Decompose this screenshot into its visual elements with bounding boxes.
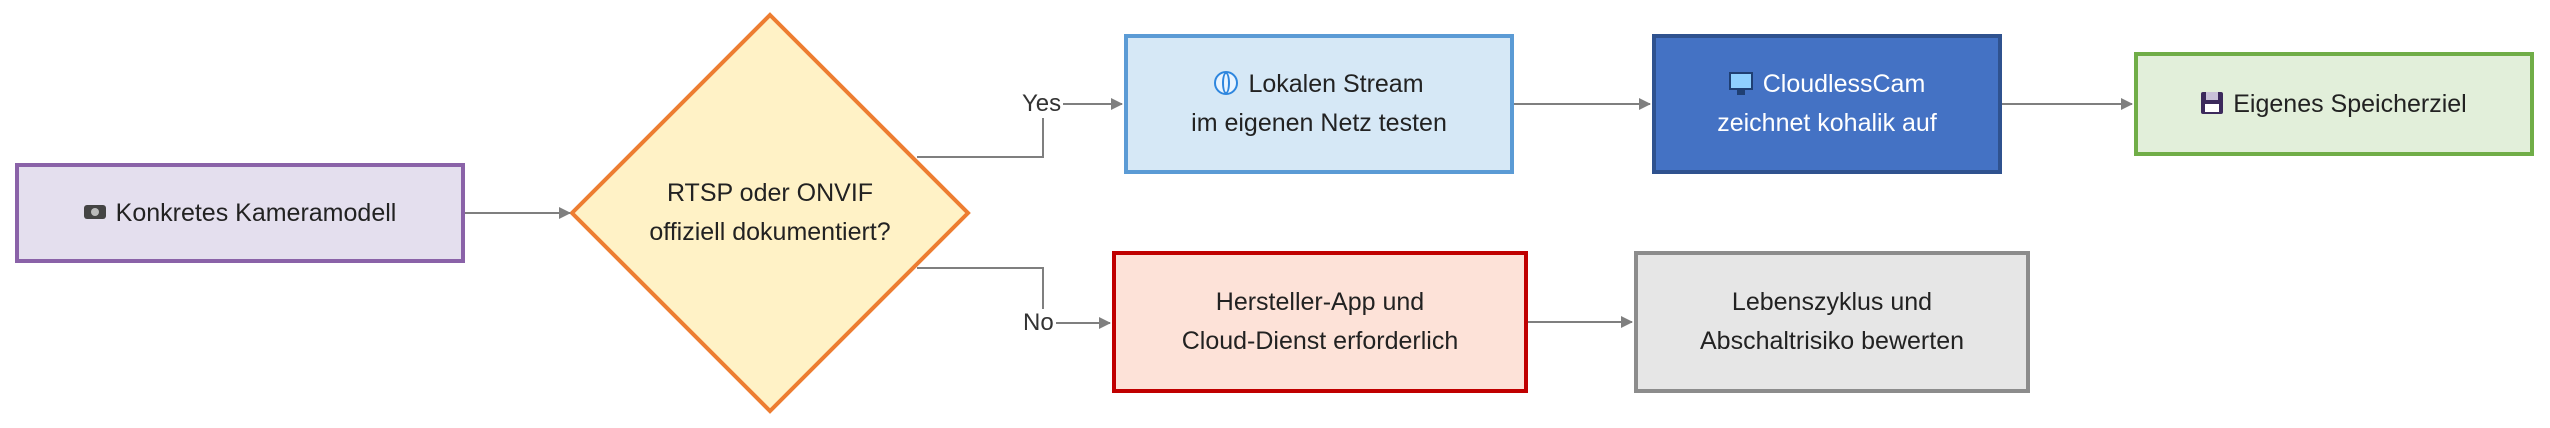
- node-vendor-app-cloud-line1: Hersteller-App und: [1215, 288, 1425, 316]
- edge-decision-yes-to-stream: [917, 98, 1123, 158]
- node-decision: RTSP oder ONVIF offiziell dokumentiert?: [620, 163, 920, 263]
- globe-icon: [1214, 71, 1239, 96]
- node-storage-target: Eigenes Speicherziel: [2134, 52, 2534, 156]
- node-decision-line1: RTSP oder ONVIF: [666, 179, 874, 207]
- edge-decision-no-to-vendor: [917, 267, 1111, 329]
- node-camera-model: Konkretes Kameramodell: [15, 163, 465, 263]
- node-cloudlesscam-line1: CloudlessCam: [1762, 70, 1926, 98]
- node-local-stream: Lokalen Stream im eigenen Netz testen: [1124, 34, 1514, 174]
- node-vendor-app-cloud-line2: Cloud-Dienst erforderlich: [1181, 327, 1459, 355]
- node-lifecycle-risk: Lebenszyklus und Abschaltrisiko bewerten: [1634, 251, 2030, 393]
- node-cloudlesscam-line2: zeichnet kohalik auf: [1717, 109, 1937, 137]
- node-decision-line2: offiziell dokumentiert?: [649, 218, 891, 246]
- node-local-stream-line2: im eigenen Netz testen: [1191, 109, 1447, 137]
- floppy-disk-icon: [2201, 91, 2224, 114]
- node-cloudlesscam: CloudlessCam zeichnet kohalik auf: [1652, 34, 2002, 174]
- node-lifecycle-risk-line2: Abschaltrisiko bewerten: [1699, 327, 1964, 355]
- node-lifecycle-risk-line1: Lebenszyklus und: [1731, 288, 1933, 316]
- node-vendor-app-cloud: Hersteller-App und Cloud-Dienst erforder…: [1112, 251, 1528, 393]
- node-camera-model-label: Konkretes Kameramodell: [115, 198, 397, 227]
- computer-icon: [1728, 72, 1753, 96]
- edge-label-no: No: [1021, 309, 1056, 337]
- node-storage-target-label: Eigenes Speicherziel: [2233, 89, 2467, 118]
- edge-label-yes: Yes: [1020, 90, 1064, 118]
- node-local-stream-line1: Lokalen Stream: [1248, 70, 1424, 98]
- camera-icon: [83, 204, 106, 219]
- decision-diamond: [569, 12, 971, 414]
